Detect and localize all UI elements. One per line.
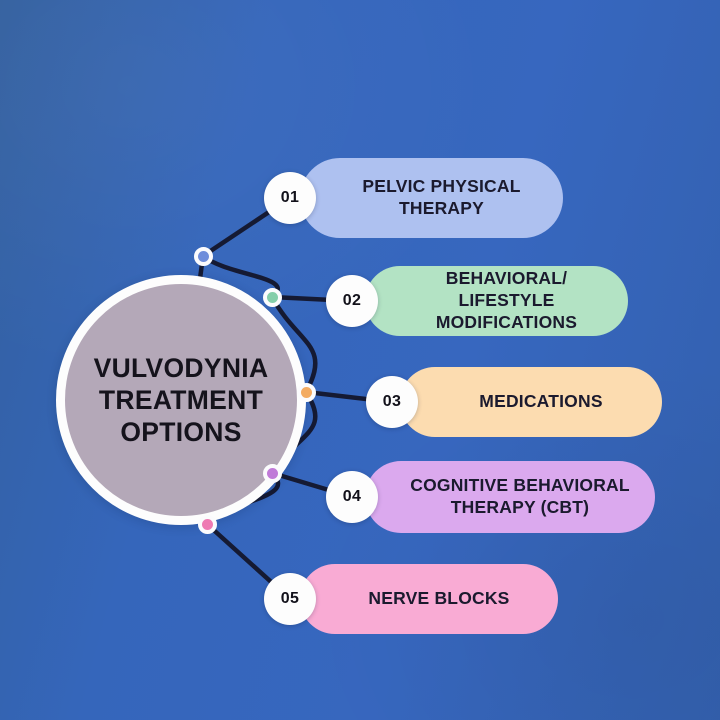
step-badge-02[interactable]: 02 <box>326 275 378 327</box>
treatment-pill-04[interactable]: COGNITIVE BEHAVIORAL THERAPY (CBT) <box>365 461 655 533</box>
treatment-pill-03[interactable]: MEDICATIONS <box>400 367 662 437</box>
branch-01: PELVIC PHYSICAL THERAPY <box>300 158 563 238</box>
node-dot-03[interactable] <box>297 383 316 402</box>
step-number-03: 03 <box>382 393 402 410</box>
treatment-label-01: PELVIC PHYSICAL THERAPY <box>362 176 521 218</box>
step-number-04: 04 <box>342 488 362 505</box>
branch-02: BEHAVIORAL/ LIFESTYLE MODIFICATIONS <box>365 266 628 336</box>
step-badge-04[interactable]: 04 <box>326 471 378 523</box>
step-number-02: 02 <box>342 292 362 309</box>
node-dot-05[interactable] <box>198 515 217 534</box>
step-badge-03[interactable]: 03 <box>366 376 418 428</box>
step-number-01: 01 <box>280 189 300 206</box>
treatment-pill-05[interactable]: NERVE BLOCKS <box>300 564 558 634</box>
treatment-label-02: BEHAVIORAL/ LIFESTYLE MODIFICATIONS <box>435 268 578 332</box>
treatment-label-05: NERVE BLOCKS <box>368 588 510 609</box>
step-badge-05[interactable]: 05 <box>264 573 316 625</box>
treatment-pill-02[interactable]: BEHAVIORAL/ LIFESTYLE MODIFICATIONS <box>365 266 628 336</box>
branch-04: COGNITIVE BEHAVIORAL THERAPY (CBT) <box>365 461 655 533</box>
branch-05: NERVE BLOCKS <box>300 564 558 634</box>
treatment-pill-01[interactable]: PELVIC PHYSICAL THERAPY <box>300 158 563 238</box>
node-dot-02[interactable] <box>263 288 282 307</box>
treatment-label-04: COGNITIVE BEHAVIORAL THERAPY (CBT) <box>410 475 630 517</box>
step-badge-01[interactable]: 01 <box>264 172 316 224</box>
branch-03: MEDICATIONS <box>400 367 662 437</box>
node-dot-04[interactable] <box>263 464 282 483</box>
center-circle: VULVODYNIA TREATMENT OPTIONS <box>56 275 306 525</box>
step-number-05: 05 <box>280 590 300 607</box>
node-dot-01[interactable] <box>194 247 213 266</box>
center-title: VULVODYNIA TREATMENT OPTIONS <box>93 352 269 448</box>
treatment-label-03: MEDICATIONS <box>479 391 603 412</box>
